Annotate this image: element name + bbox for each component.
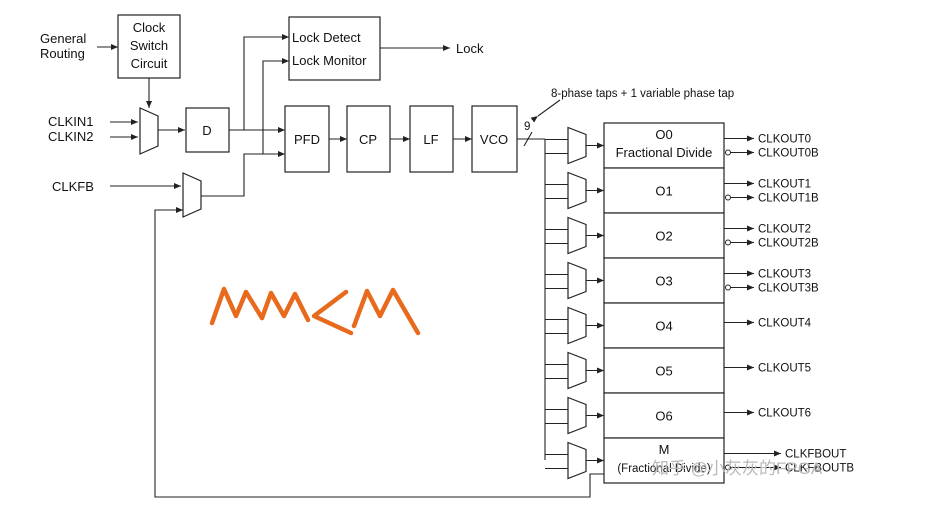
bus-width-label: 9	[524, 121, 530, 133]
phase-mux	[567, 441, 587, 480]
inverter-bubble	[725, 239, 731, 246]
clkout-label: CLKOUT5	[758, 363, 811, 375]
clkout-label: CLKOUT6	[758, 408, 811, 420]
lock-monitor-label: Lock Monitor	[292, 53, 367, 68]
clkin1-label: CLKIN1	[48, 114, 94, 129]
divider-name: O3	[655, 274, 672, 289]
clkfb-label: CLKFB	[52, 179, 94, 194]
output-divider-o3	[603, 257, 725, 304]
output-divider-m	[603, 437, 725, 484]
divider-name: O0	[655, 127, 672, 142]
output-divider-o0	[603, 122, 725, 169]
pfd-block	[284, 105, 330, 173]
divider-name: O6	[655, 409, 672, 424]
taps-note-leader	[530, 99, 561, 123]
clkin2-label: CLKIN2	[48, 129, 94, 144]
phase-mux	[567, 216, 587, 255]
bus-slash	[523, 131, 533, 147]
phase-mux	[567, 396, 587, 435]
fb-mux-to-pfd-wire	[201, 151, 285, 197]
pfd-label: PFD	[294, 132, 320, 147]
inverter-bubble	[725, 149, 731, 156]
mmcm-handwritten-annotation	[209, 286, 421, 336]
vco-block	[471, 105, 518, 173]
inverter-bubble	[725, 464, 731, 471]
clkout-label: CLKOUT1	[758, 179, 811, 191]
divider-name: O1	[655, 184, 672, 199]
clkoutb-label: CLKOUT2B	[758, 238, 819, 250]
divider-name: O5	[655, 364, 672, 379]
phase-mux	[567, 351, 587, 390]
output-divider-o4	[603, 302, 725, 349]
divider-subtitle: Fractional Divide	[616, 145, 713, 160]
output-divider-o5	[603, 347, 725, 394]
clkoutb-label: CLKFBOUTB	[785, 463, 854, 475]
d-label: D	[202, 123, 211, 138]
lock-detect-block	[288, 16, 381, 81]
general-routing-label-2: Routing	[40, 46, 85, 61]
clock-switch-label-2: Switch	[130, 38, 168, 53]
lock-output-label: Lock	[456, 41, 484, 56]
clkout-label: CLKOUT2	[758, 224, 811, 236]
divider-subtitle: (Fractional Divide)	[617, 463, 710, 475]
clkin-mux	[139, 107, 159, 155]
lf-block	[409, 105, 454, 173]
general-routing-label-1: General	[40, 31, 86, 46]
clkout-label: CLKOUT0	[758, 134, 811, 146]
watermark: 知乎 @小灰灰的FPGA	[652, 459, 823, 478]
fb-to-lock-monitor-wire	[262, 58, 289, 154]
clkout-label: CLKOUT3	[758, 269, 811, 281]
cp-label: CP	[359, 132, 377, 147]
divider-name: M	[659, 442, 670, 457]
lf-label: LF	[423, 132, 438, 147]
phase-mux	[567, 261, 587, 300]
phase-mux	[567, 126, 587, 165]
cp-block	[346, 105, 391, 173]
clkout-label: CLKOUT4	[758, 318, 812, 330]
taps-note-label: 8-phase taps + 1 variable phase tap	[551, 88, 734, 100]
lock-detect-label: Lock Detect	[292, 30, 361, 45]
output-divider-o2	[603, 212, 725, 259]
clkfb-mux	[182, 172, 202, 218]
clkoutb-label: CLKOUT0B	[758, 148, 819, 160]
divider-name: O2	[655, 229, 672, 244]
clock-switch-label-1: Clock	[133, 20, 166, 35]
inverter-bubble	[725, 194, 731, 201]
clkoutb-label: CLKOUT3B	[758, 283, 819, 295]
phase-mux	[567, 171, 587, 210]
clkout-label: CLKFBOUT	[785, 449, 846, 461]
feedback-loop-wire	[154, 207, 604, 498]
clkoutb-label: CLKOUT1B	[758, 193, 819, 205]
divider-name: O4	[655, 319, 672, 334]
phase-mux	[567, 306, 587, 345]
inverter-bubble	[725, 284, 731, 291]
clock-switch-label-3: Circuit	[131, 56, 168, 71]
d-to-lock-detect-wire	[243, 34, 289, 130]
vco-label: VCO	[480, 132, 508, 147]
